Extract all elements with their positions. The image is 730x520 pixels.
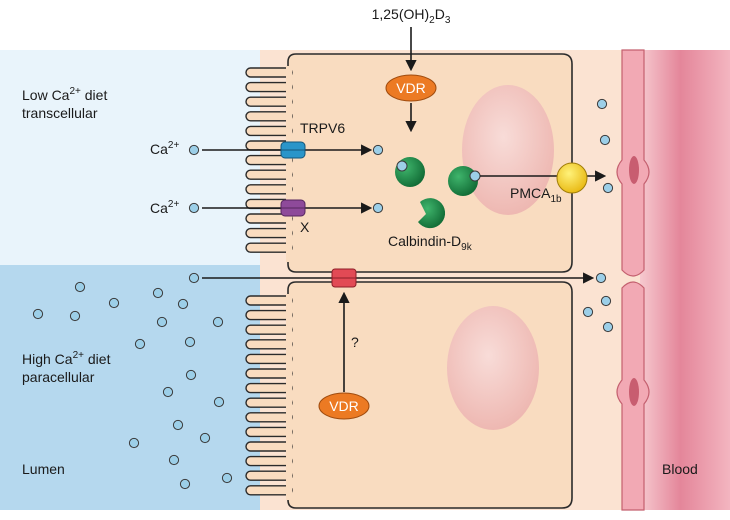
- calcium-ion: [162, 386, 174, 398]
- calcium-ions: [32, 98, 614, 490]
- blood-label: Blood: [662, 461, 698, 477]
- calcium-ion: [602, 321, 614, 333]
- calcium-ion: [372, 144, 384, 156]
- nucleus-lower: [447, 306, 539, 430]
- calcium-ion: [599, 134, 611, 146]
- microvillus: [245, 125, 293, 137]
- calcium-ion: [108, 297, 120, 309]
- calbindin-label: Calbindin-D9k: [388, 233, 473, 253]
- high-diet-mode: paracellular: [22, 369, 95, 385]
- microvillus: [245, 96, 293, 107]
- vdr-receptor-upper: [385, 74, 437, 102]
- calcium-ion-label: Ca2+: [150, 140, 179, 157]
- calcium-ion: [128, 437, 140, 449]
- calcium-ion: [168, 454, 180, 466]
- microvillus: [245, 295, 293, 306]
- microvilli-base: [286, 294, 292, 500]
- calcium-ion: [32, 308, 44, 320]
- calcium-ion: [221, 472, 233, 484]
- calcium-ion: [602, 182, 614, 194]
- endothelial-nucleus: [629, 378, 639, 406]
- calcium-ion: [469, 170, 481, 182]
- microvilli-base: [286, 66, 292, 262]
- vdr-label-lower: VDR: [329, 398, 359, 414]
- lumen-high-region: [0, 265, 280, 510]
- microvillus: [245, 441, 293, 452]
- microvillus: [245, 412, 293, 423]
- calcium-ion: [152, 287, 164, 299]
- calcium-ion: [582, 306, 594, 318]
- trpv6-label: TRPV6: [300, 120, 345, 136]
- microvillus: [245, 397, 293, 408]
- calcium-ion: [213, 396, 225, 408]
- microvillus: [245, 81, 293, 93]
- calcium-ion: [185, 369, 197, 381]
- calcium-ion: [188, 202, 200, 214]
- microvillus: [245, 324, 293, 335]
- calcium-ion: [69, 310, 81, 322]
- endothelial-nucleus: [629, 156, 639, 184]
- microvillus: [245, 455, 293, 467]
- microvillus: [245, 169, 293, 180]
- calcium-ion: [396, 160, 408, 172]
- calcium-ion: [212, 316, 224, 328]
- vdr-receptor-lower: [318, 392, 370, 420]
- high-diet-label: High Ca2+ diet: [22, 350, 111, 367]
- calcium-ion: [179, 478, 191, 490]
- blood-vessel: [640, 50, 730, 510]
- microvillus: [245, 227, 293, 239]
- x-channel-label: X: [300, 219, 310, 235]
- microvillus: [245, 242, 293, 253]
- vdr-label-upper: VDR: [396, 80, 426, 96]
- microvillus: [245, 184, 293, 195]
- calcium-ion: [184, 336, 196, 348]
- calcium-ion: [156, 316, 168, 328]
- microvillus: [245, 470, 293, 481]
- microvillus: [245, 309, 293, 321]
- microvillus: [245, 353, 293, 365]
- microvillus: [245, 485, 293, 496]
- pmca-label: PMCA1b: [510, 185, 562, 205]
- calbindin-protein: [418, 198, 446, 229]
- nucleus-upper: [462, 85, 554, 215]
- calcium-ion: [372, 202, 384, 214]
- lumen-low-region: [0, 50, 280, 265]
- calcium-ion-label: Ca2+: [150, 199, 179, 216]
- low-diet-label: Low Ca2+ diet: [22, 86, 107, 103]
- calcium-ion: [172, 419, 184, 431]
- unknown-mechanism-label: ?: [351, 334, 359, 350]
- calcium-ion: [595, 272, 607, 284]
- microvilli-lower: [245, 294, 293, 500]
- calcium-ion: [596, 98, 608, 110]
- microvillus: [245, 382, 293, 394]
- microvillus: [245, 111, 293, 122]
- microvillus: [245, 368, 293, 379]
- calcium-ion: [74, 281, 86, 293]
- pmca-pump: [556, 162, 588, 194]
- microvillus: [245, 339, 293, 350]
- calcium-ion: [188, 272, 200, 284]
- lumen-label: Lumen: [22, 461, 65, 477]
- calcium-ion: [177, 298, 189, 310]
- hormone-label: 1,25(OH)2D3: [372, 6, 451, 26]
- microvillus: [245, 67, 293, 78]
- calcium-ion: [199, 432, 211, 444]
- calcium-ion: [600, 295, 612, 307]
- calcium-ion: [134, 338, 146, 350]
- low-diet-mode: transcellular: [22, 105, 98, 121]
- calcium-ion: [188, 144, 200, 156]
- microvillus: [245, 426, 293, 438]
